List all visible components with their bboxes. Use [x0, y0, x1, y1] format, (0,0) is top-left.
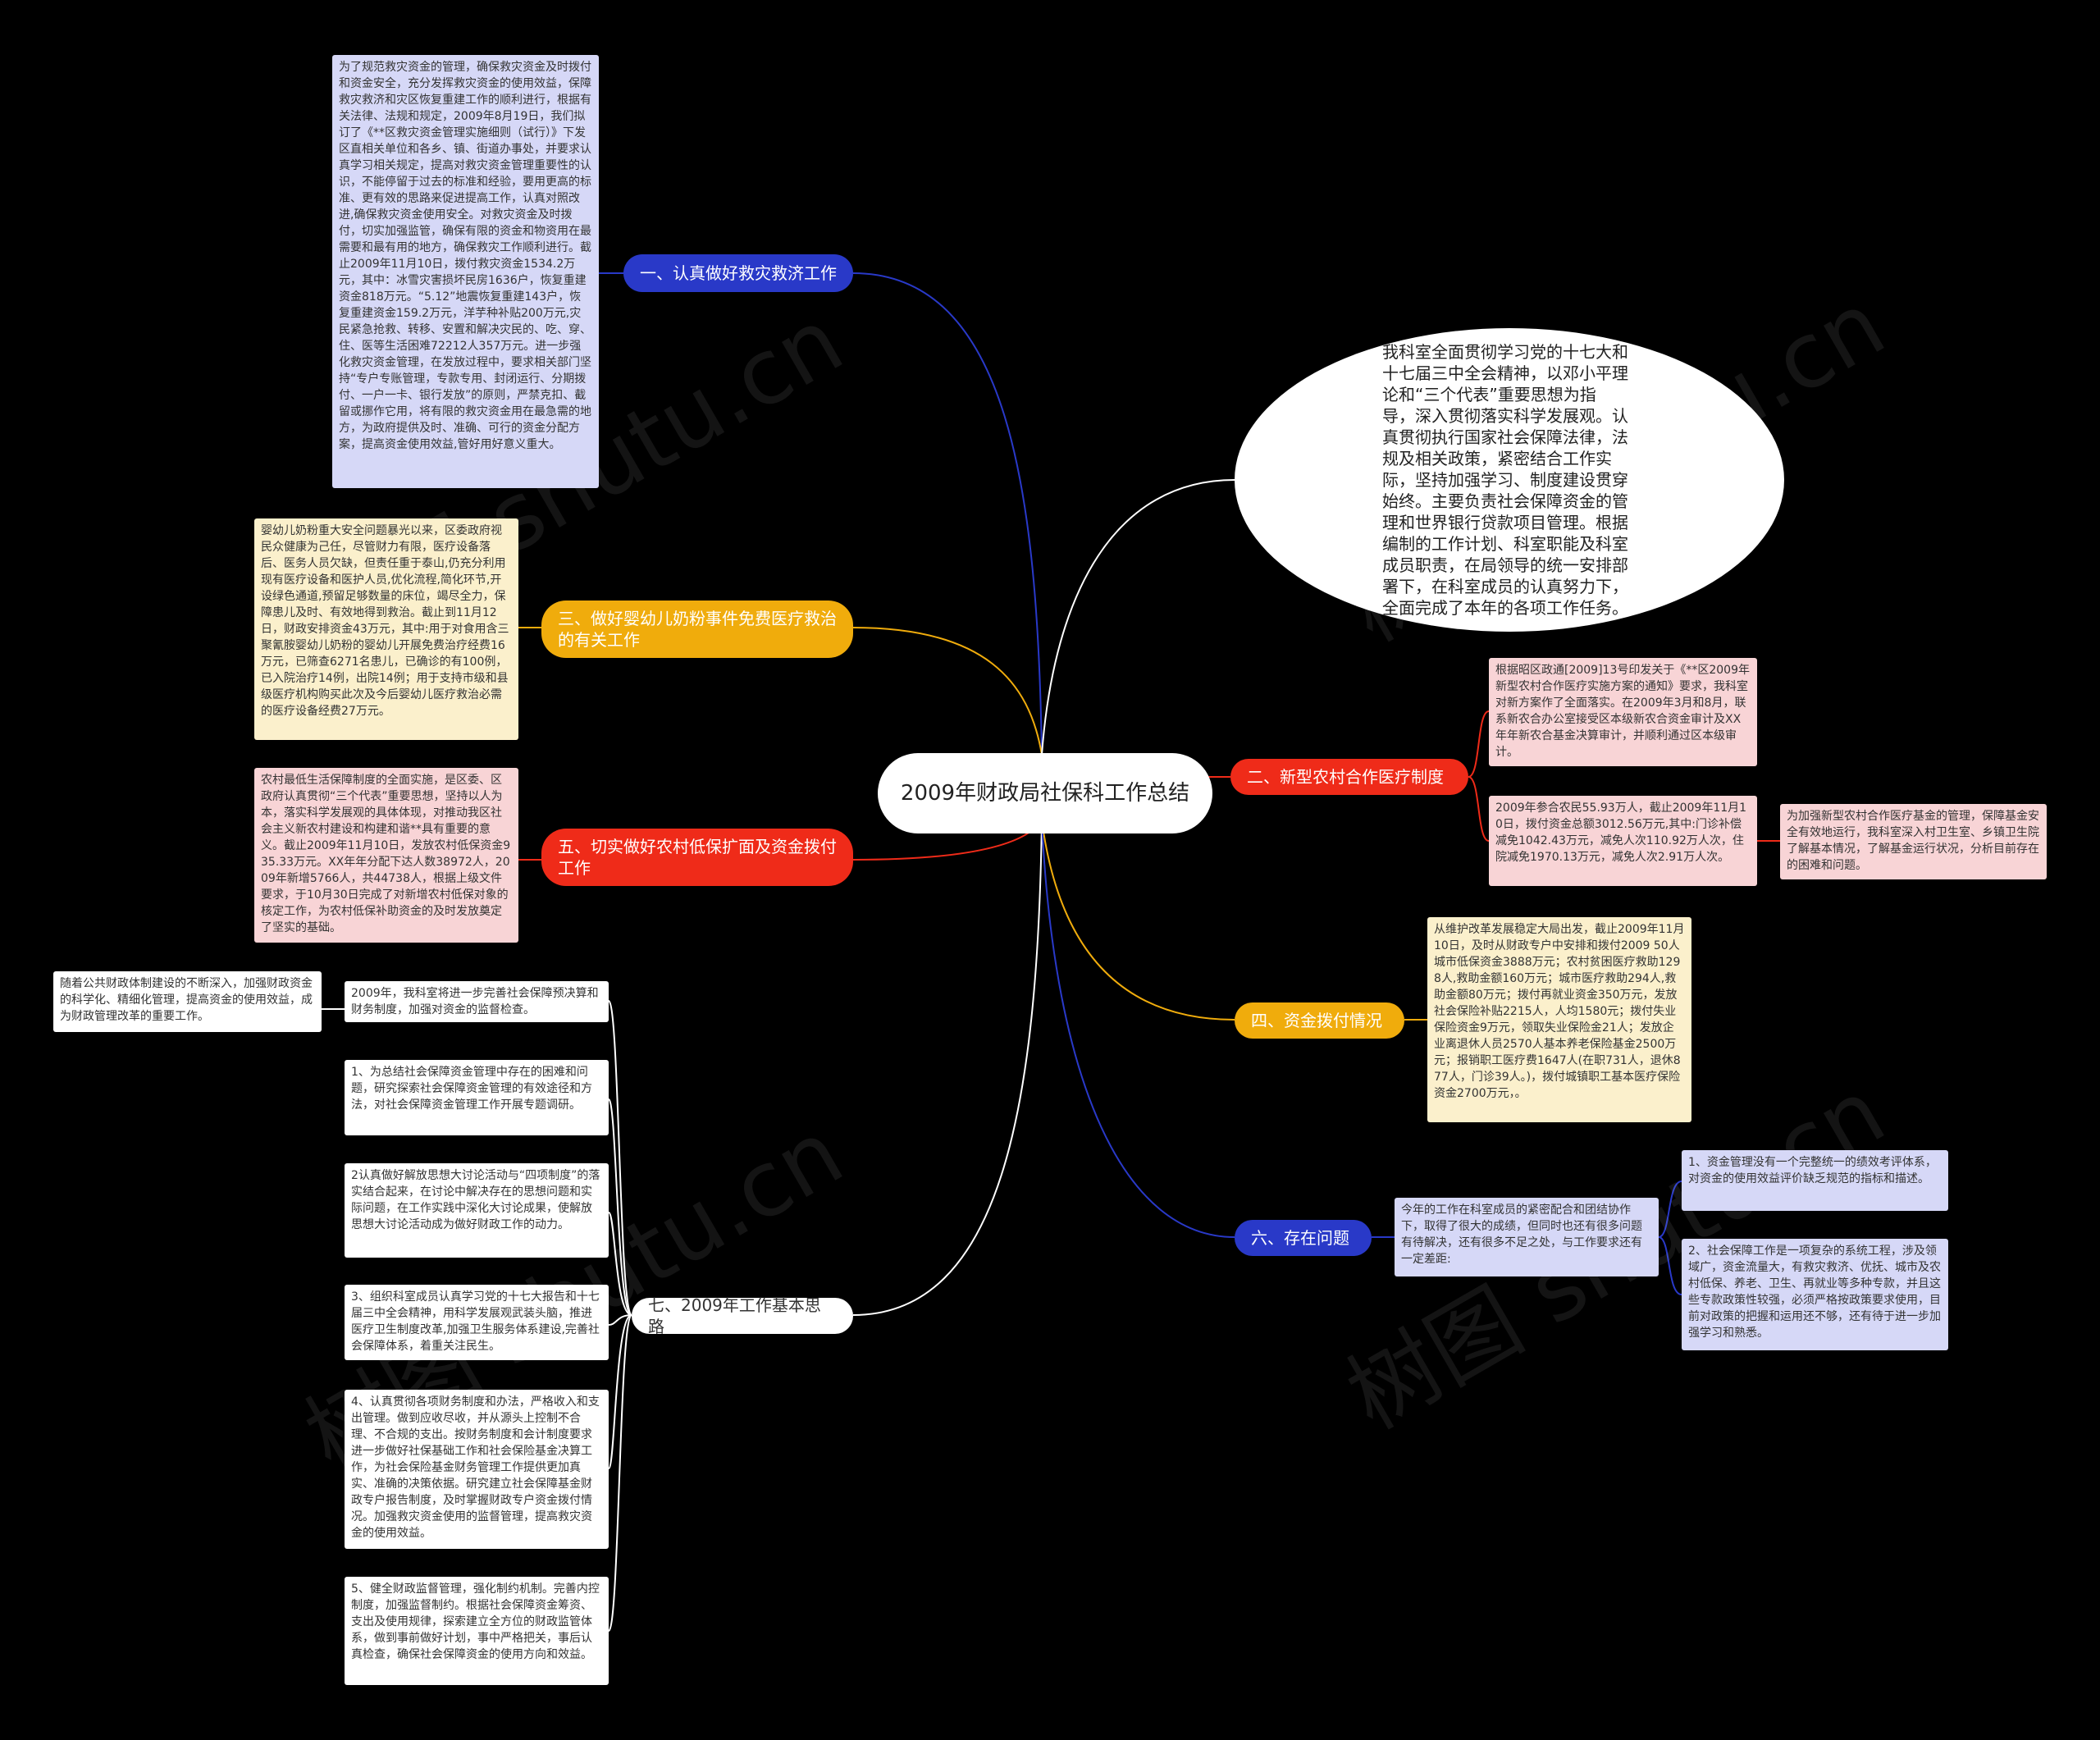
- link-b6: [1041, 820, 1235, 1238]
- intro-text: 我科室全面贯彻学习党的十七大和十七届三中全会精神，以邓小平理论和“三个代表”重要…: [1382, 342, 1628, 618]
- branch-fund-allocation[interactable]: 四、资金拨付情况: [1235, 1002, 1404, 1039]
- link-b1: [852, 272, 1043, 756]
- leaf-plan-budget-note: 随着公共财政体制建设的不断深入，加强财政资金的科学化、精细化管理，提高资金的使用…: [53, 971, 322, 1032]
- link-b4: [1041, 820, 1235, 1021]
- leaf-plan-budget: 2009年，我科室将进一步完善社会保障预决算和财务制度，加强对资金的监督检查。: [345, 981, 609, 1022]
- leaf-plan-item-1: 1、为总结社会保障资金管理中存在的困难和问题，研究探索社会保障资金管理的有效途径…: [345, 1060, 609, 1135]
- leaf-plan-item-3: 3、组织科室成员认真学习党的十七大报告和十七届三中全会精神，用科学发展观武装头脑…: [345, 1285, 609, 1360]
- branch-infant-formula[interactable]: 三、做好婴幼儿奶粉事件免费医疗救治的有关工作: [541, 601, 853, 658]
- branch-existing-problems[interactable]: 六、存在问题: [1235, 1220, 1372, 1256]
- leaf-plan-item-5: 5、健全财政监督管理，强化制约机制。完善内控制度，加强监督制约。根据社会保障资金…: [345, 1577, 609, 1685]
- leaf-rural-medical-supervision: 为加强新型农村合作医疗基金的管理，保障基金安全有效地运行，我科室深入村卫生室、乡…: [1780, 804, 2047, 879]
- link-b7: [852, 820, 1043, 1316]
- leaf-infant-formula-detail: 婴幼儿奶粉重大安全问题暴光以来，区委政府视民众健康为己任，尽管财力有限，医疗设备…: [254, 518, 518, 740]
- leaf-plan-item-4: 4、认真贯彻各项财务制度和办法，严格收入和支出管理。做到应收尽收，并从源头上控制…: [345, 1390, 609, 1549]
- branch-disaster-relief[interactable]: 一、认真做好救灾救济工作: [623, 254, 853, 292]
- central-topic[interactable]: 2009年财政局社保科工作总结: [878, 753, 1212, 833]
- leaf-problems-summary: 今年的工作在科室成员的紧密配合和团结协作下，取得了很大的成绩，但同时也还有很多问…: [1395, 1198, 1659, 1276]
- leaf-rural-medical-implementation: 根据昭区政通[2009]13号印发关于《**区2009年新型农村合作医疗实施方案…: [1489, 658, 1757, 766]
- leaf-rural-medical-figures: 2009年参合农民55.93万人，截止2009年11月10日，拨付资金总额301…: [1489, 796, 1757, 886]
- link-intro: [1041, 479, 1235, 756]
- branch-rural-subsistence[interactable]: 五、切实做好农村低保扩面及资金拨付工作: [541, 829, 853, 886]
- leaf-problem-2: 2、社会保障工作是一项复杂的系统工程，涉及领域广，资金流量大，有救灾救济、优抚、…: [1682, 1239, 1948, 1350]
- intro-bubble[interactable]: 我科室全面贯彻学习党的十七大和十七届三中全会精神，以邓小平理论和“三个代表”重要…: [1235, 328, 1784, 632]
- branch-rural-medical[interactable]: 二、新型农村合作医疗制度: [1230, 759, 1468, 795]
- branch-2009-plan[interactable]: 七、2009年工作基本思路: [632, 1295, 853, 1336]
- leaf-disaster-relief-detail: 为了规范救灾资金的管理，确保救灾资金及时拨付和资金安全，充分发挥救灾资金的使用效…: [332, 55, 599, 488]
- leaf-rural-subsistence-detail: 农村最低生活保障制度的全面实施，是区委、区政府认真贯彻“三个代表”重要思想，坚持…: [254, 768, 518, 943]
- leaf-fund-allocation-detail: 从维护改革发展稳定大局出发，截止2009年11月10日，及时从财政专户中安排和拨…: [1427, 917, 1691, 1122]
- leaf-problem-1: 1、资金管理没有一个完整统一的绩效考评体系，对资金的使用效益评价缺乏规范的指标和…: [1682, 1150, 1948, 1211]
- leaf-plan-item-2: 2认真做好解放思想大讨论活动与“四项制度”的落实结合起来，在讨论中解决存在的思想…: [345, 1163, 609, 1258]
- link-b3: [852, 627, 1043, 756]
